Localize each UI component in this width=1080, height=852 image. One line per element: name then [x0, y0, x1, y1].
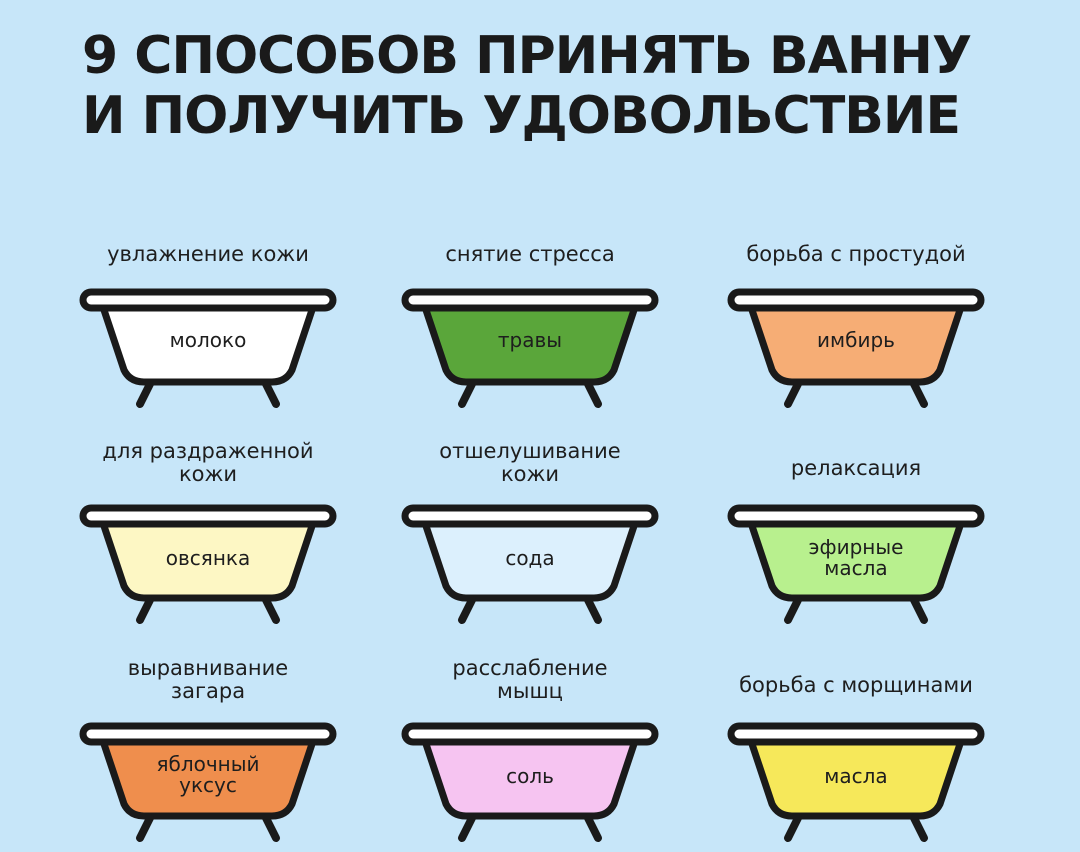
bathtub-leg-right [262, 380, 280, 408]
bathtub-rim [79, 288, 337, 312]
bathtub-leg-right [262, 814, 280, 842]
bathtub-basin [420, 516, 640, 602]
bathtub-icon: травы [400, 286, 660, 418]
bathtub-leg-left [458, 380, 476, 408]
bathtub-basin [98, 516, 318, 602]
bathtub-leg-left [458, 814, 476, 842]
bathtub-rim [401, 504, 659, 528]
bath-purpose: отшелушивание кожи [439, 439, 621, 486]
bathtub-leg-left [784, 380, 802, 408]
bathtub-rim [727, 288, 985, 312]
bathtub-shape [727, 722, 985, 842]
bathtub-basin [746, 734, 966, 820]
bath-purpose: расслабление мышц [452, 656, 608, 703]
bath-ingredient: молоко [169, 328, 247, 352]
bath-ingredient: масла [824, 764, 888, 788]
bathtub-icon: эфирные масла [726, 502, 986, 634]
bathtub-basin [746, 516, 966, 602]
bathtub-leg-left [136, 596, 154, 624]
bathtub-basin [420, 300, 640, 386]
bathtub-basin [746, 300, 966, 386]
bathtub-leg-left [136, 814, 154, 842]
bathtub-leg-left [784, 814, 802, 842]
bathtub-rim [401, 288, 659, 312]
bath-ingredient: эфирные масла [808, 535, 904, 580]
bath-purpose: борьба с простудой [746, 242, 966, 266]
bathtub-leg-left [458, 596, 476, 624]
bathtub-icon: сода [400, 502, 660, 634]
bathtub-basin [420, 734, 640, 820]
page-title: 9 СПОСОБОВ ПРИНЯТЬ ВАННУ И ПОЛУЧИТЬ УДОВ… [82, 26, 972, 146]
bathtub-icon: яблочный уксус [78, 720, 338, 852]
bath-ingredient: имбирь [817, 328, 895, 352]
bathtub-shape [727, 504, 985, 624]
bath-purpose: для раздраженной кожи [102, 439, 314, 486]
title-line-1: 9 СПОСОБОВ ПРИНЯТЬ ВАННУ [82, 26, 972, 86]
bathtub-leg-right [910, 596, 928, 624]
bathtub-leg-right [910, 380, 928, 408]
bath-ingredient: яблочный уксус [156, 752, 260, 797]
bathtub-icon: соль [400, 720, 660, 852]
bathtub-leg-left [784, 596, 802, 624]
bathtub-leg-right [584, 596, 602, 624]
bathtub-leg-left [136, 380, 154, 408]
bathtub-rim [79, 722, 337, 746]
bathtub-rim [727, 504, 985, 528]
bathtub-shape [727, 288, 985, 408]
bathtub-leg-right [584, 814, 602, 842]
title-line-2: И ПОЛУЧИТЬ УДОВОЛЬСТВИЕ [82, 86, 961, 146]
bathtub-shape [401, 504, 659, 624]
bath-purpose: увлажнение кожи [107, 242, 309, 266]
bath-ingredient: сода [505, 546, 555, 570]
bath-ingredient: овсянка [165, 546, 251, 570]
bathtub-leg-right [262, 596, 280, 624]
bath-ingredient: соль [506, 764, 554, 788]
bath-ingredient: травы [497, 328, 563, 352]
bathtub-leg-right [910, 814, 928, 842]
bathtub-leg-right [584, 380, 602, 408]
bath-purpose: борьба с морщинами [739, 673, 973, 697]
bathtub-basin [98, 734, 318, 820]
bathtub-shape [79, 722, 337, 842]
bathtub-icon: молоко [78, 286, 338, 418]
bathtub-shape [79, 504, 337, 624]
bathtub-icon: масла [726, 720, 986, 852]
bathtub-shape [401, 288, 659, 408]
bath-purpose: релаксация [790, 456, 922, 480]
bathtub-rim [401, 722, 659, 746]
bathtub-rim [79, 504, 337, 528]
bathtub-shape [401, 722, 659, 842]
bathtub-icon: овсянка [78, 502, 338, 634]
bathtub-basin [98, 300, 318, 386]
bathtub-shape [79, 288, 337, 408]
bathtub-rim [727, 722, 985, 746]
bath-purpose: выравнивание загара [127, 656, 289, 703]
bathtub-icon: имбирь [726, 286, 986, 418]
bath-purpose: снятие стресса [445, 242, 615, 266]
